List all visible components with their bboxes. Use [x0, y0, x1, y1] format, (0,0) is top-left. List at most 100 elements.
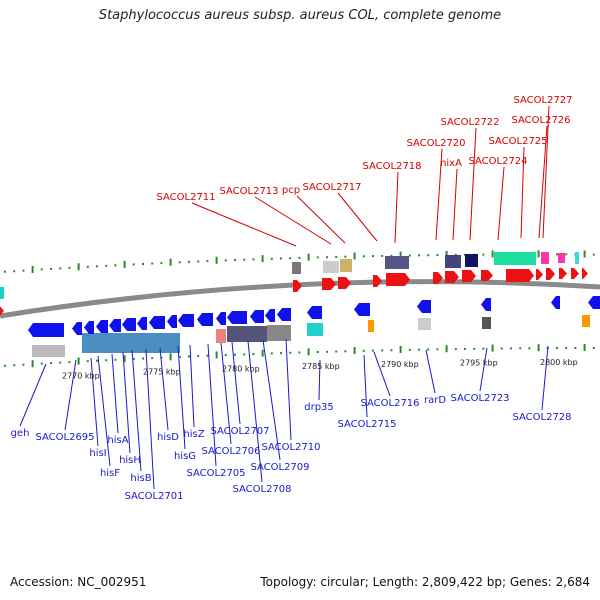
tick-mark	[565, 347, 568, 350]
forward-gene-arrow	[546, 268, 555, 280]
leader-line	[189, 344, 195, 428]
tick-mark	[197, 260, 200, 263]
tick-mark	[215, 256, 218, 264]
reverse-gene-arrow	[149, 316, 165, 329]
tick-mark	[427, 254, 430, 257]
leader-line	[262, 339, 281, 461]
gene-label-forward: SACOL2727	[513, 95, 572, 106]
reverse-gene-arrow	[72, 322, 82, 335]
tick-mark	[418, 254, 420, 257]
gene-label-reverse: hisF	[100, 468, 120, 479]
tick-mark	[215, 351, 218, 359]
tick-mark	[234, 259, 236, 262]
tick-mark	[316, 256, 319, 259]
gene-label-reverse: SACOL2716	[360, 398, 419, 409]
tick-mark	[289, 351, 292, 354]
tick-mark	[132, 357, 135, 360]
feature-box	[292, 262, 301, 274]
feature-box	[494, 252, 536, 265]
leader-line	[469, 127, 477, 241]
feature-box	[307, 323, 323, 336]
reverse-gene-arrow	[588, 296, 600, 309]
feature-box	[558, 253, 565, 263]
tick-mark	[142, 357, 144, 360]
leader-line	[435, 148, 443, 241]
tick-mark	[326, 256, 328, 259]
reverse-gene-arrow	[28, 323, 64, 337]
tick-mark	[224, 259, 227, 262]
tick-mark	[344, 350, 347, 353]
features	[0, 252, 590, 357]
tick-mark	[326, 350, 328, 353]
tick-mark	[243, 258, 246, 261]
kbp-label: 2780 kbp	[222, 365, 260, 374]
forward-gene-arrow	[373, 275, 382, 287]
feature-box	[227, 326, 267, 342]
tick-mark	[408, 254, 411, 257]
feature-box	[216, 329, 226, 343]
reverse-gene-arrow	[354, 303, 370, 316]
leader-line	[520, 146, 525, 239]
tick-mark	[40, 268, 43, 271]
reverse-gene-arrow	[417, 300, 431, 313]
tick-mark	[31, 360, 34, 368]
gene-label-reverse: SACOL2728	[512, 412, 571, 423]
tick-mark	[169, 258, 172, 266]
leader-line	[541, 345, 549, 411]
gene-label-forward: SACOL2711	[156, 192, 215, 203]
reverse-gene-arrow	[84, 321, 94, 334]
leader-line	[254, 196, 332, 245]
forward-gene-arrow	[338, 277, 351, 289]
tick-mark	[592, 347, 595, 349]
leader-line	[394, 171, 399, 244]
feature-box	[582, 315, 590, 327]
tick-mark	[519, 347, 522, 350]
tick-mark	[436, 254, 439, 257]
gene-label-forward: SACOL2725	[488, 136, 547, 147]
gene-label-reverse: SACOL2706	[201, 446, 260, 457]
tick-mark	[142, 263, 144, 265]
feature-box	[267, 325, 291, 341]
tick-mark	[298, 351, 301, 354]
tick-mark	[234, 353, 236, 356]
leader-line	[220, 342, 232, 445]
leader-line	[479, 347, 488, 392]
tick-mark	[86, 360, 89, 363]
tick-mark	[390, 349, 393, 352]
feature-box	[541, 252, 549, 264]
tick-mark	[491, 250, 494, 258]
leader-line	[337, 192, 378, 242]
tick-mark	[528, 347, 531, 350]
leader-line	[19, 363, 47, 427]
gene-label-reverse: rarD	[424, 395, 446, 406]
feature-box	[368, 320, 374, 332]
tick-mark	[445, 345, 448, 353]
kbp-label: 2775 kbp	[143, 368, 181, 377]
forward-gene-arrow	[481, 270, 493, 281]
gene-label-reverse: drp35	[304, 402, 334, 413]
leader-line	[363, 354, 368, 418]
tick-mark	[178, 355, 181, 358]
feature-box	[323, 261, 339, 273]
tick-mark	[344, 255, 347, 258]
tick-mark	[372, 255, 374, 258]
gene-label-reverse: SACOL2695	[35, 432, 94, 443]
tick-mark	[206, 260, 209, 263]
reverse-gene-arrow	[109, 319, 121, 332]
feature-box	[385, 256, 409, 269]
tick-mark	[40, 362, 43, 365]
tick-mark	[261, 255, 264, 263]
tick-mark	[68, 361, 71, 364]
gene-label-reverse: hisB	[130, 473, 151, 484]
gene-label-reverse: hisZ	[183, 429, 204, 440]
tick-mark	[224, 354, 227, 356]
gene-label-reverse: hisA	[107, 435, 128, 446]
tick-mark	[105, 359, 108, 362]
gene-label-forward: SACOL2722	[440, 117, 499, 128]
reverse-gene-arrow	[122, 318, 136, 331]
gene-label-reverse: hisH	[119, 455, 141, 466]
tick-mark	[399, 346, 402, 353]
